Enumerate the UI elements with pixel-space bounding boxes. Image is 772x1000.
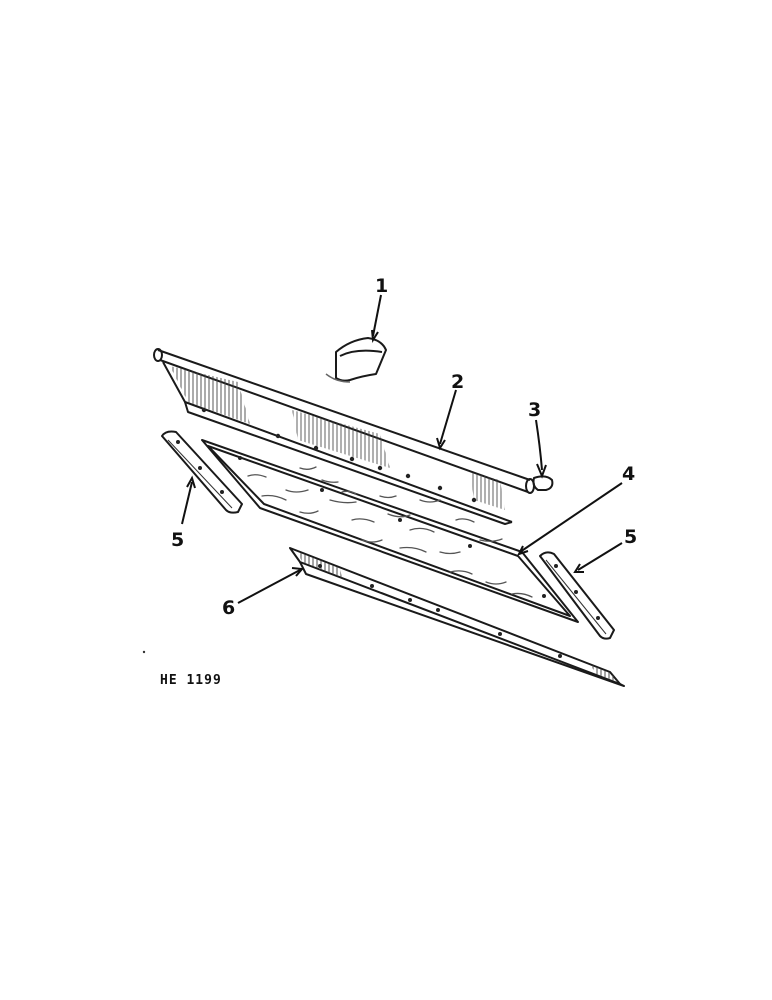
wood-panel-icon xyxy=(201,439,579,623)
shield-cap-icon xyxy=(325,337,387,383)
callout-5-left: 5 xyxy=(171,529,184,551)
scan-speck xyxy=(142,650,146,654)
callout-1: 1 xyxy=(375,275,388,297)
callout-2: 2 xyxy=(451,371,464,393)
channel-frame-icon xyxy=(153,348,535,525)
bracket-icon xyxy=(161,430,243,514)
leader-lines xyxy=(181,294,623,604)
callout-3: 3 xyxy=(528,399,541,421)
angle-rail-icon xyxy=(289,547,625,687)
callout-5-right: 5 xyxy=(624,526,637,548)
bracket-icon xyxy=(539,551,615,640)
figure-code: HE 1199 xyxy=(160,673,222,688)
callout-6: 6 xyxy=(222,597,235,619)
callout-4: 4 xyxy=(622,463,635,485)
end-cap-icon xyxy=(532,475,554,491)
